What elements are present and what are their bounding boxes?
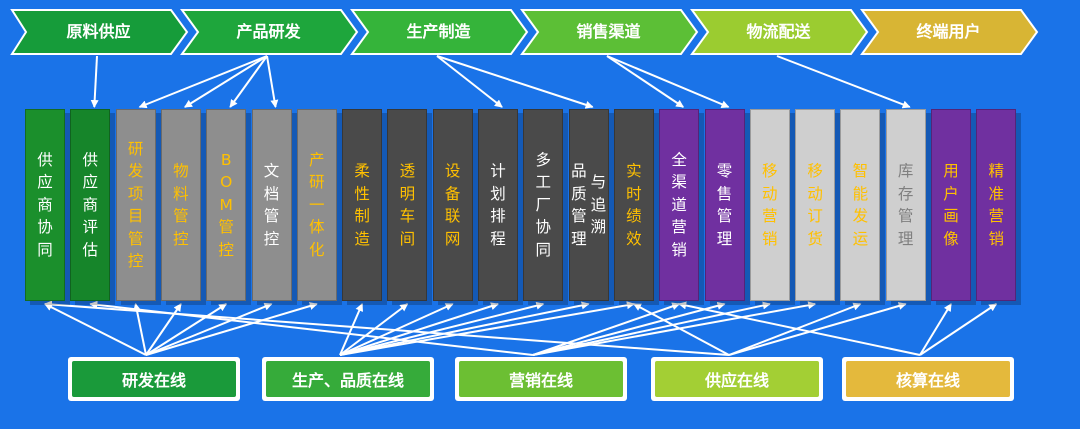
- module-label: 库存管理: [897, 162, 914, 248]
- capability-box: 核算在线: [842, 357, 1014, 401]
- module-column: 物料管控: [160, 109, 201, 301]
- module-column: 多工厂协同: [523, 109, 564, 301]
- connector-arrow: [145, 302, 273, 356]
- module-label: 实时绩效: [626, 162, 642, 248]
- connector-arrow: [919, 303, 998, 356]
- connector-arrow: [678, 301, 921, 356]
- connector-arrow: [436, 55, 594, 109]
- module-column: 供应商评估: [70, 109, 111, 301]
- module-label: 移动营销: [762, 162, 778, 248]
- module-label: 柔性制造: [354, 162, 370, 248]
- connector-arrow: [532, 301, 771, 356]
- capability-label: 生产、品质在线: [266, 361, 430, 397]
- module-column: 柔性制造: [342, 109, 383, 301]
- connector-arrow: [133, 303, 147, 356]
- module-column: 精准营销: [976, 109, 1017, 301]
- module-column: 全渠道营销: [659, 109, 700, 301]
- module-label: 供应商协同: [37, 150, 53, 259]
- module-column: 透明车间: [387, 109, 428, 301]
- connector-arrow: [339, 301, 590, 356]
- connector-arrow: [633, 303, 730, 356]
- module-label: 用户画像: [943, 162, 959, 248]
- module-column: 计划排程: [478, 109, 518, 301]
- module-label: 多工厂协同: [535, 150, 552, 259]
- capability-label: 核算在线: [846, 361, 1010, 397]
- module-label: 品质管理: [571, 162, 587, 248]
- module-column: 文档管控: [251, 109, 292, 301]
- module-column: 移动订货: [795, 109, 836, 301]
- module-column: 实时绩效: [613, 109, 654, 301]
- module-label: 零售管理: [716, 162, 733, 248]
- module-column: 品质管理与追溯: [568, 109, 609, 301]
- module-label: 物料管控: [173, 162, 189, 248]
- connector-arrow: [145, 303, 182, 356]
- module-label: 智能发运: [852, 162, 869, 248]
- connector-arrow: [90, 55, 99, 108]
- module-column: 研发项目管控: [115, 109, 156, 301]
- connector-arrow: [138, 55, 268, 109]
- connector-arrow: [606, 55, 730, 108]
- module-label: 计划排程: [490, 162, 506, 248]
- module-column: 零售管理: [704, 109, 745, 301]
- capability-box: 供应在线: [651, 357, 823, 401]
- connector-arrow: [436, 55, 503, 108]
- module-label: 文档管控: [263, 162, 280, 248]
- connector-arrow: [339, 302, 499, 356]
- capability-label: 营销在线: [459, 361, 623, 397]
- connector-arrow: [606, 55, 685, 108]
- module-label: 供应商评估: [82, 150, 99, 259]
- module-column: 用户画像: [931, 109, 971, 301]
- module-column: 移动营销: [749, 109, 790, 301]
- module-label: 设备联网: [444, 162, 461, 248]
- stage-chevron: [860, 9, 1039, 55]
- connector-arrow: [145, 302, 318, 356]
- connector-arrow: [919, 303, 952, 356]
- module-column: 智能发运: [840, 109, 881, 301]
- stage-chevron: [10, 9, 189, 55]
- stage-chevron: [350, 9, 529, 55]
- connector-arrow: [145, 303, 228, 356]
- module-column: 设备联网: [432, 109, 473, 301]
- stage-chevron: [520, 9, 699, 55]
- connector-arrow: [339, 303, 364, 356]
- module-label: 研发项目管控: [127, 139, 144, 271]
- capability-label: 供应在线: [655, 361, 819, 397]
- connector-arrow: [339, 301, 635, 356]
- connector-arrow: [532, 301, 817, 356]
- capability-box: 生产、品质在线: [262, 357, 434, 401]
- connector-arrow: [728, 302, 907, 356]
- capability-box: 营销在线: [455, 357, 627, 401]
- module-label: 透明车间: [399, 162, 416, 248]
- connector-arrow: [229, 55, 268, 108]
- connector-arrow: [532, 302, 681, 356]
- module-label: 全渠道营销: [671, 150, 687, 259]
- capability-label: 研发在线: [72, 361, 236, 397]
- module-label: 产研一体化: [309, 150, 325, 259]
- connector-arrow: [44, 300, 730, 356]
- stage-chevron: [690, 9, 869, 55]
- connector-arrow: [184, 55, 268, 108]
- module-column: 产研一体化: [296, 109, 337, 301]
- connector-arrow: [266, 55, 279, 108]
- module-label: 精准营销: [988, 162, 1005, 248]
- stage-chevron: [180, 9, 359, 55]
- connector-arrow: [44, 303, 147, 356]
- module-column: 供应商协同: [25, 109, 65, 301]
- module-label: 移动订货: [807, 162, 823, 248]
- module-column: 库存管理: [885, 109, 926, 301]
- connector-arrow: [339, 301, 545, 356]
- capability-box: 研发在线: [68, 357, 240, 401]
- connector-arrow: [776, 55, 911, 109]
- connector-arrow: [728, 302, 862, 356]
- module-label: 与追溯: [590, 173, 607, 237]
- connector-arrow: [532, 301, 726, 356]
